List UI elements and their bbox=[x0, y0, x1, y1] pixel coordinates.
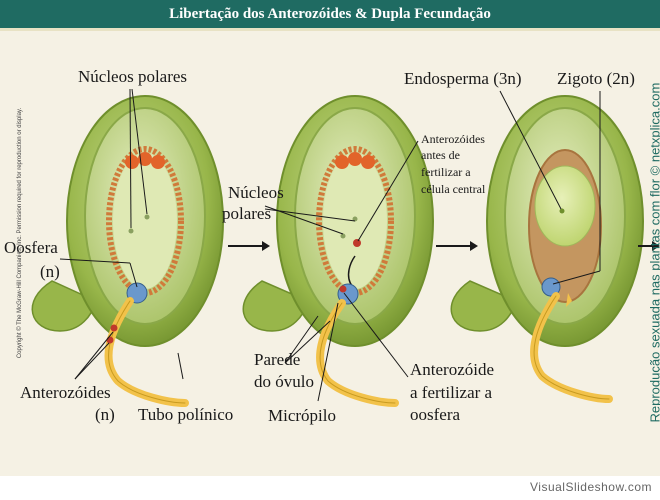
polar-nucleus-1a bbox=[129, 229, 134, 234]
label-oosfera-n: (n) bbox=[40, 262, 60, 281]
title-bar: Libertação dos Anterozóides & Dupla Fecu… bbox=[0, 0, 660, 31]
endosperm-3 bbox=[535, 166, 595, 246]
label-parede-2: do óvulo bbox=[254, 372, 314, 391]
label-nucleos-polares-1: Núcleos polares bbox=[78, 67, 187, 86]
label-micropilo: Micrópilo bbox=[268, 406, 336, 425]
sperm-1a bbox=[111, 325, 118, 332]
sperm-1b bbox=[107, 337, 114, 344]
label-zigoto: Zigoto (2n) bbox=[557, 69, 635, 88]
label-anterozoides-n: (n) bbox=[95, 405, 115, 424]
footer-bar: VisualSlideshow.com bbox=[0, 476, 660, 500]
arrow-2 bbox=[436, 241, 478, 251]
label-fert-2: a fertilizar a bbox=[410, 383, 492, 402]
label-anterozoides: Anterozóides bbox=[20, 383, 111, 402]
label-nucleos-polares-2b: polares bbox=[222, 204, 271, 223]
label-antes-4: célula central bbox=[421, 182, 485, 196]
label-tubo-polinico: Tubo polínico bbox=[138, 405, 233, 424]
label-oosfera: Oosfera bbox=[4, 238, 58, 257]
copyright-notice: Copyright © The McGraw-Hill Companies, I… bbox=[17, 83, 23, 383]
label-antes-2: antes de bbox=[421, 148, 460, 162]
label-nucleos-polares-2a: Núcleos bbox=[228, 183, 284, 202]
polar-nucleus-1b bbox=[145, 215, 150, 220]
label-antes-1: Anterozóides bbox=[421, 132, 485, 146]
footer-credit: VisualSlideshow.com bbox=[530, 480, 652, 494]
sperm-egg-2 bbox=[340, 286, 347, 293]
label-parede-1: Parede bbox=[254, 350, 300, 369]
label-fert-1: Anterozóide bbox=[410, 360, 494, 379]
sperm-central-2 bbox=[353, 239, 361, 247]
endosperm-nucleus-3 bbox=[560, 209, 565, 214]
polar-nucleus-2a bbox=[341, 234, 346, 239]
embryo-sac-1 bbox=[113, 153, 177, 289]
side-caption: Reprodução sexuada nas plantas com flor … bbox=[648, 93, 660, 423]
arrow-1 bbox=[228, 241, 270, 251]
label-antes-3: fertilizar a bbox=[421, 165, 471, 179]
ovule-panel-1 bbox=[32, 96, 223, 403]
diagram-stage: Núcleos polares Oosfera (n) Anterozóides… bbox=[0, 31, 660, 471]
label-fert-3: oosfera bbox=[410, 405, 460, 424]
page-title: Libertação dos Anterozóides & Dupla Fecu… bbox=[0, 0, 660, 28]
label-endosperma: Endosperma (3n) bbox=[404, 69, 522, 88]
